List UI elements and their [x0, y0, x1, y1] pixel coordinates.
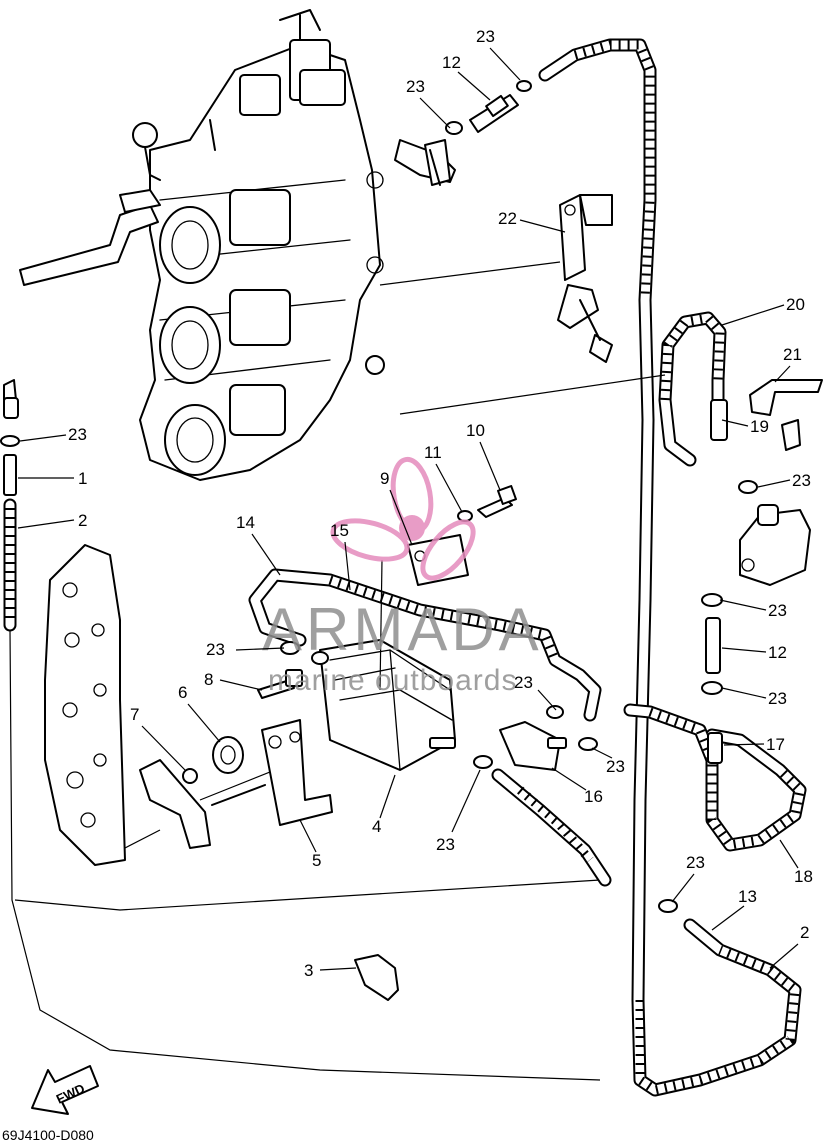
- bracket-5: [261, 719, 333, 826]
- callout-23f: 23: [686, 853, 705, 872]
- fuel-hose-1-2: [0, 379, 20, 632]
- callout-11: 11: [424, 443, 442, 462]
- callouts: 23 12 23 22 20 21 19 23 23 12 23 17 18 2…: [17, 27, 813, 980]
- callout-6: 6: [178, 683, 187, 702]
- hose-14: [248, 568, 602, 722]
- callout-19: 19: [750, 417, 769, 436]
- callout-23c: 23: [792, 471, 811, 490]
- callout-3: 3: [304, 961, 313, 980]
- callout-4: 4: [372, 817, 381, 836]
- bracket-21: [749, 379, 823, 451]
- joint-12-lower: [623, 593, 807, 852]
- callout-23i: 23: [514, 673, 533, 692]
- grommet-6: [212, 736, 244, 774]
- throttle-body-assembly: [19, 9, 385, 481]
- hose-20: [399, 311, 728, 467]
- bolt-8: [257, 669, 303, 699]
- callout-9: 9: [380, 469, 389, 488]
- callout-23k: 23: [436, 835, 455, 854]
- drawing-code: 69J4100-D080: [2, 1127, 94, 1143]
- watermark-logo: [330, 456, 476, 581]
- callout-2b: 2: [800, 923, 809, 942]
- bracket-22: [379, 194, 613, 363]
- callout-23g: 23: [68, 425, 87, 444]
- callout-10: 10: [466, 421, 485, 440]
- callout-23j: 23: [606, 757, 625, 776]
- callout-23b: 23: [406, 77, 425, 96]
- callout-18: 18: [794, 867, 813, 886]
- top-fuel-joint: [394, 80, 532, 186]
- plate-gasket: [44, 544, 126, 866]
- hose-13: [658, 899, 678, 913]
- callout-23h: 23: [206, 640, 225, 659]
- callout-1: 1: [78, 469, 87, 488]
- clip-3: [354, 954, 399, 1001]
- callout-5: 5: [312, 851, 321, 870]
- bolt-10: [457, 485, 517, 522]
- watermark: ARMADA marine outboards: [262, 456, 543, 697]
- callout-14: 14: [236, 513, 255, 532]
- callout-22: 22: [498, 209, 517, 228]
- joint-16: [473, 705, 598, 771]
- hose-2-long: [538, 38, 802, 1097]
- callout-2a: 2: [78, 511, 87, 530]
- watermark-brand: ARMADA: [262, 596, 543, 663]
- hose-lower-middle: [491, 768, 612, 887]
- callout-23e: 23: [768, 689, 787, 708]
- callout-15: 15: [330, 521, 349, 540]
- callout-8: 8: [204, 670, 213, 689]
- canister-4: [319, 639, 456, 771]
- clamp-23-left: [280, 641, 329, 665]
- callout-17: 17: [766, 735, 785, 754]
- fuel-pump-block: [738, 480, 811, 586]
- callout-20: 20: [786, 295, 805, 314]
- callout-23d: 23: [768, 601, 787, 620]
- fwd-arrow-icon: FWD: [31, 1065, 99, 1115]
- callout-13: 13: [738, 887, 757, 906]
- watermark-tagline: marine outboards: [268, 664, 517, 697]
- callout-16: 16: [584, 787, 603, 806]
- callout-12b: 12: [768, 643, 787, 662]
- callout-23a: 23: [476, 27, 495, 46]
- callout-21: 21: [783, 345, 802, 364]
- callout-12a: 12: [442, 53, 461, 72]
- bracket-7: [139, 759, 266, 849]
- callout-7: 7: [130, 705, 139, 724]
